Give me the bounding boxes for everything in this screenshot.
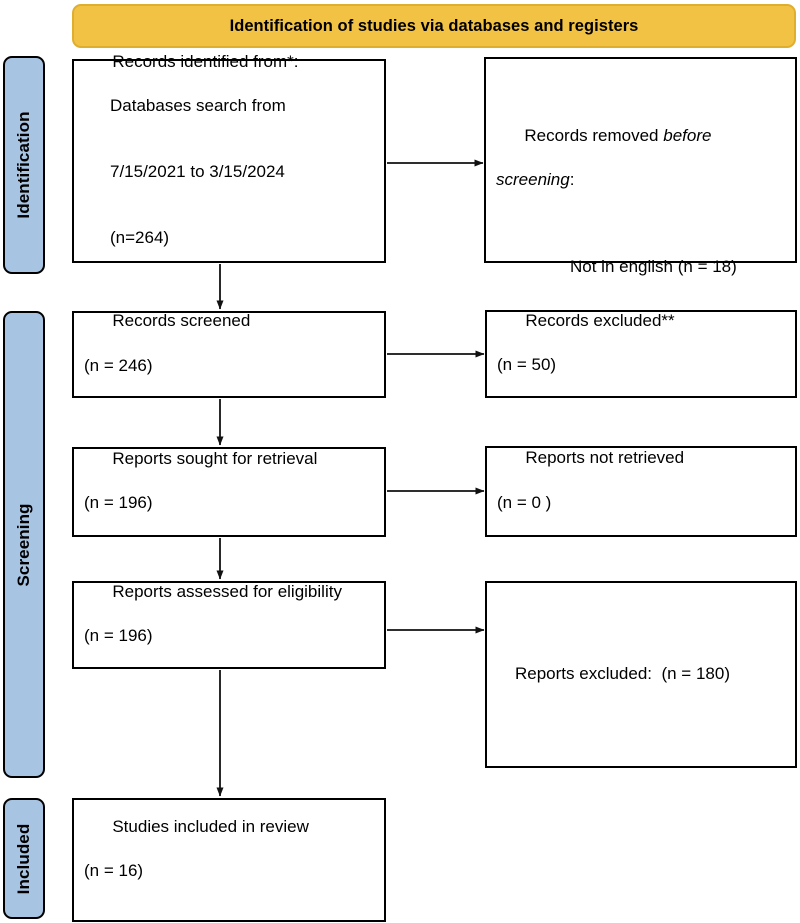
records-screened-line1: Records screened — [112, 311, 251, 331]
box-reports-assessed: Reports assessed for eligibility (n = 19… — [72, 581, 386, 669]
records-removed-line1-italic: before — [663, 126, 712, 146]
box-reports-sought: Reports sought for retrieval (n = 196) — [72, 447, 386, 537]
phase-label-included: Included — [14, 823, 33, 894]
box-reports-not-retrieved: Reports not retrieved (n = 0 ) — [485, 446, 797, 537]
box-records-removed-text: Records removed before screening: Not in… — [486, 103, 795, 322]
reports-excluded-line1: Reports excluded: (n = 180) — [515, 664, 730, 684]
box-reports-sought-text: Reports sought for retrieval (n = 196) — [74, 426, 384, 559]
box-records-screened-text: Records screened (n = 246) — [74, 288, 384, 421]
reports-sought-line2: (n = 196) — [84, 493, 153, 512]
studies-included-line1: Studies included in review — [112, 816, 309, 836]
box-records-excluded-text: Records excluded** (n = 50) — [487, 288, 795, 421]
records-removed-line1-prefix: Records removed — [524, 126, 664, 146]
box-reports-excluded-text: Reports excluded: (n = 180) — [487, 619, 795, 729]
banner-title: Identification of studies via databases … — [229, 16, 639, 35]
records-removed-detail: Not in english (n = 18) — [570, 256, 737, 276]
records-removed-line2: screening: — [496, 169, 785, 191]
box-studies-included: Studies included in review (n = 16) — [72, 798, 386, 922]
records-removed-line1: Records removed before — [524, 126, 711, 145]
box-records-removed: Records removed before screening: Not in… — [484, 57, 797, 276]
box-records-identified-text: Records identified from*: Databases sear… — [74, 28, 384, 293]
box-records-identified: Records identified from*: Databases sear… — [72, 52, 386, 263]
phase-label-identification: Identification — [14, 111, 33, 219]
records-excluded-line1: Records excluded** — [525, 310, 675, 330]
records-removed-line2-suffix: : — [569, 170, 575, 190]
records-identified-line1: Records identified from*: — [112, 51, 299, 71]
reports-assessed-line1: Reports assessed for eligibility — [112, 581, 342, 601]
records-identified-line3: 7/15/2021 to 3/15/2024 — [110, 162, 285, 181]
records-excluded-line2: (n = 50) — [497, 355, 557, 374]
reports-assessed-line2: (n = 196) — [84, 626, 153, 645]
box-reports-assessed-text: Reports assessed for eligibility (n = 19… — [74, 559, 384, 692]
records-identified-line2: Databases search from — [110, 95, 286, 115]
records-removed-line2-italic: screening — [496, 170, 570, 190]
records-screened-line2: (n = 246) — [84, 355, 153, 375]
reports-not-retrieved-line1: Reports not retrieved — [525, 448, 685, 468]
phase-rail-identification: Identification — [3, 56, 45, 274]
box-records-screened: Records screened (n = 246) — [72, 311, 386, 398]
phase-rail-included: Included — [3, 798, 45, 919]
reports-not-retrieved-line2: (n = 0 ) — [497, 492, 552, 512]
diagram-banner: Identification of studies via databases … — [72, 4, 796, 48]
records-identified-line4: (n=264) — [110, 228, 170, 248]
box-reports-excluded: Reports excluded: (n = 180) — [485, 581, 797, 768]
box-records-excluded: Records excluded** (n = 50) — [485, 310, 797, 398]
phase-rail-screening: Screening — [3, 311, 45, 778]
reports-sought-line1: Reports sought for retrieval — [112, 448, 318, 468]
studies-included-line2: (n = 16) — [84, 861, 144, 880]
box-reports-not-retrieved-text: Reports not retrieved (n = 0 ) — [487, 425, 795, 558]
box-studies-included-text: Studies included in review (n = 16) — [74, 794, 384, 923]
phase-label-screening: Screening — [14, 502, 33, 587]
